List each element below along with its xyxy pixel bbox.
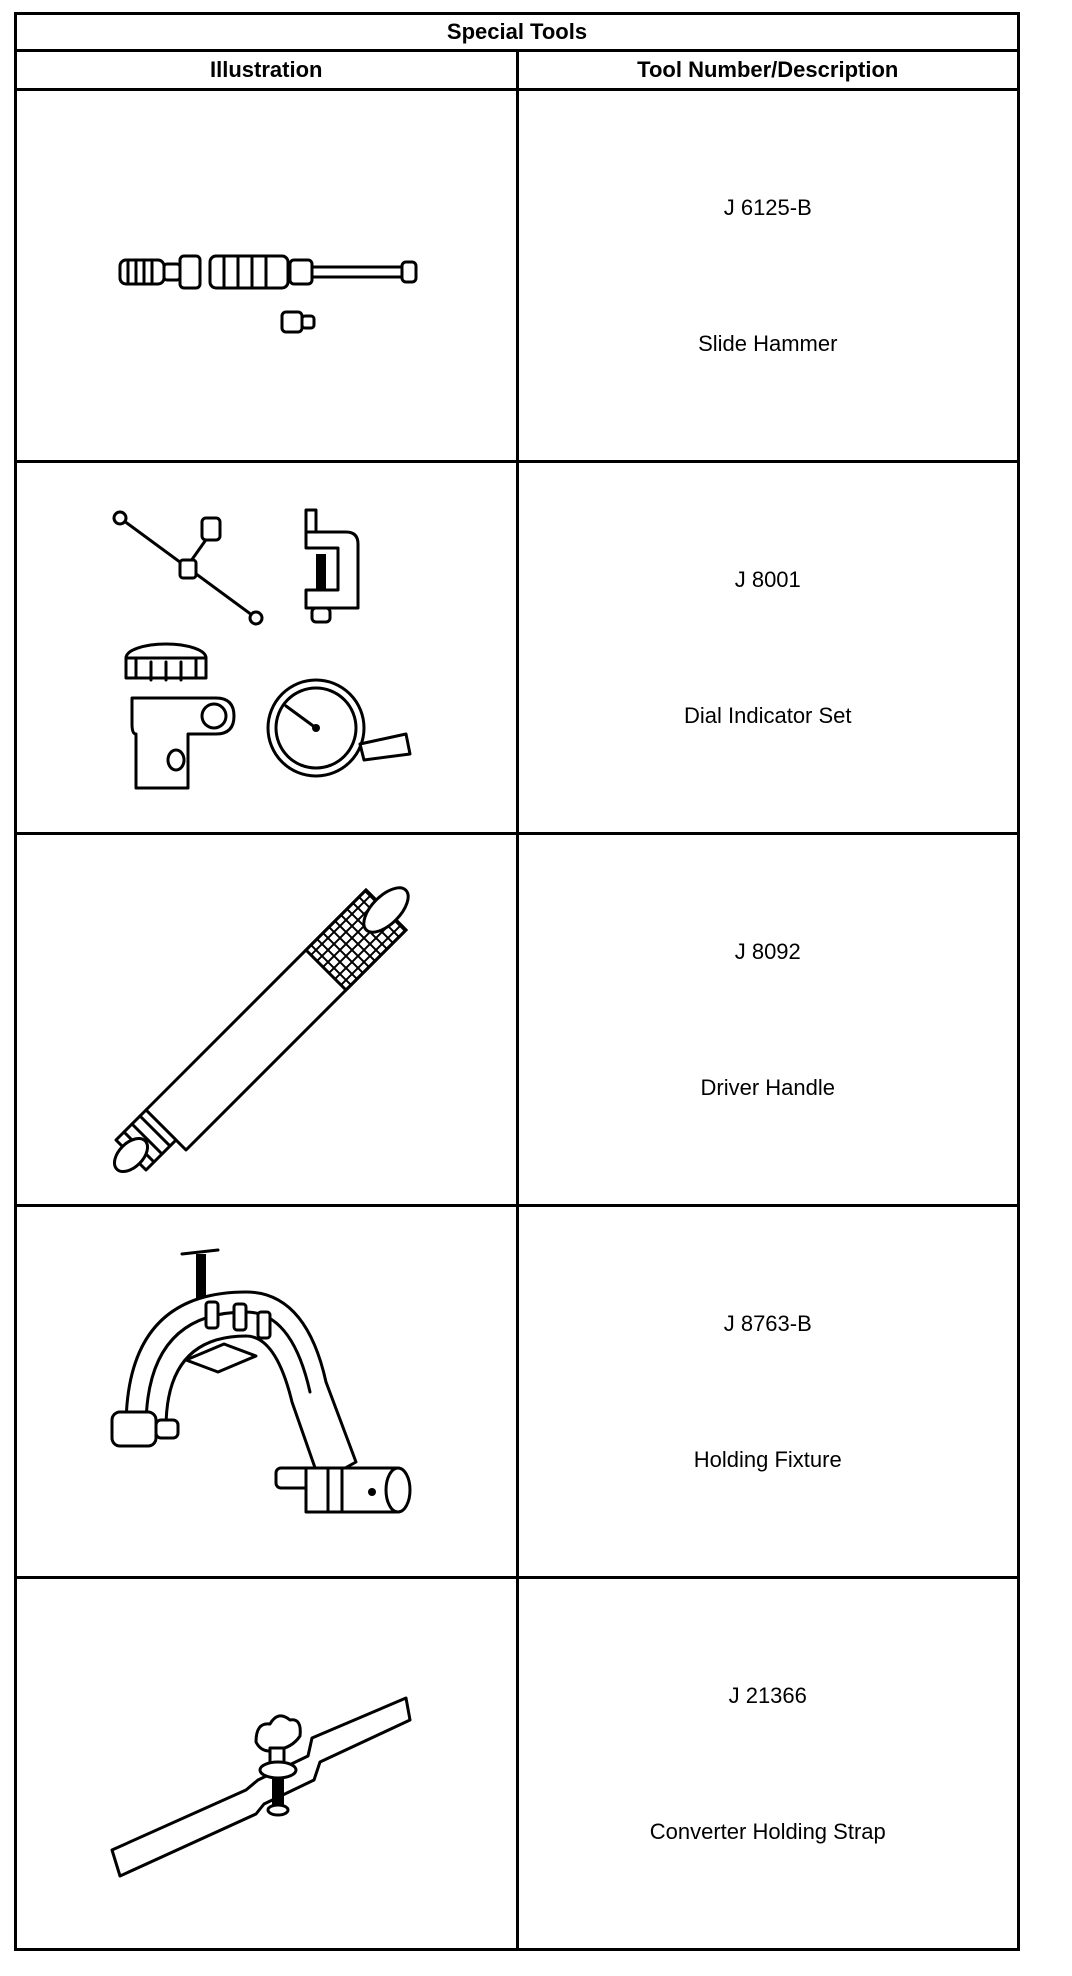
table-title-row: Special Tools xyxy=(14,12,1020,52)
table-row: J 8092 Driver Handle xyxy=(14,832,1020,1207)
illustration-cell xyxy=(14,1576,519,1951)
tool-description: Driver Handle xyxy=(700,1074,836,1100)
tool-description: Holding Fixture xyxy=(693,1446,842,1472)
table-row: J 8763-B Holding Fixture xyxy=(14,1204,1020,1579)
description-cell: J 6125-B Slide Hammer xyxy=(515,88,1020,463)
description-cell: J 8001 Dial Indicator Set xyxy=(515,460,1020,835)
table-title: Special Tools xyxy=(14,12,1020,52)
description-cell: J 8763-B Holding Fixture xyxy=(515,1204,1020,1579)
dial-indicator-set-illustration xyxy=(112,508,412,789)
tool-number: J 8092 xyxy=(734,938,801,964)
driver-handle-illustration xyxy=(113,885,410,1173)
tool-description: Slide Hammer xyxy=(698,330,838,356)
description-header: Tool Number/Description xyxy=(515,49,1020,91)
illustration-cell xyxy=(14,460,519,835)
illustration-cell xyxy=(14,1204,519,1579)
slide-hammer-illustration xyxy=(118,254,418,333)
special-tools-table: Special Tools Illustration Tool Number/D… xyxy=(14,12,1020,1951)
table-row: J 6125-B Slide Hammer xyxy=(14,88,1020,463)
tool-number: J 8001 xyxy=(734,566,801,592)
description-cell: J 21366 Converter Holding Strap xyxy=(515,1576,1020,1951)
table-row: J 21366 Converter Holding Strap xyxy=(14,1576,1020,1951)
tool-description: Dial Indicator Set xyxy=(683,702,852,728)
tool-number: J 8763-B xyxy=(723,1310,812,1336)
converter-holding-strap-illustration xyxy=(110,1696,412,1877)
holding-fixture-illustration xyxy=(110,1248,412,1513)
table-row: J 8001 Dial Indicator Set xyxy=(14,460,1020,835)
tool-number: J 21366 xyxy=(728,1682,807,1708)
illustration-cell xyxy=(14,88,519,463)
illustration-header: Illustration xyxy=(14,49,519,91)
tool-number: J 6125-B xyxy=(723,194,812,220)
tool-description: Converter Holding Strap xyxy=(649,1818,886,1844)
description-cell: J 8092 Driver Handle xyxy=(515,832,1020,1207)
illustration-cell xyxy=(14,832,519,1207)
table-header-row: Illustration Tool Number/Description xyxy=(14,49,1020,91)
